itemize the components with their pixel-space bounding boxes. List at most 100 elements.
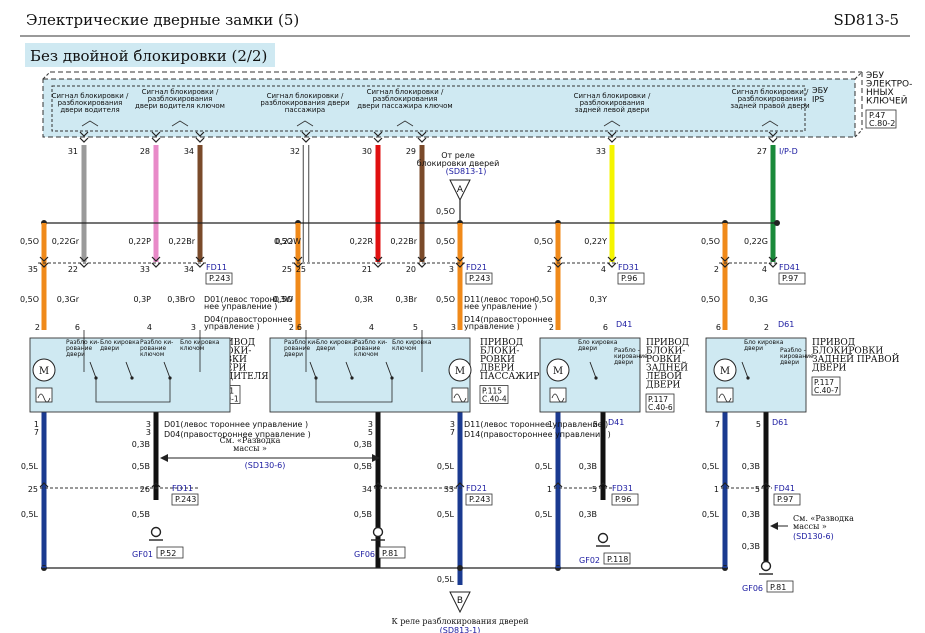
motor-0: [32, 358, 56, 382]
bottom-wire-label-18: 0,3B: [742, 542, 760, 551]
conn-bot-pin-1: 26: [140, 485, 150, 494]
sw-d-lock-0: Бло кировка: [100, 339, 140, 346]
ecu-signal-1-1: разблокирования: [148, 95, 213, 103]
actuator-name-1-2: РОВКИ: [480, 355, 515, 365]
ecu-signal-1-0: Сигнал блокировки /: [142, 88, 219, 96]
actuator-name-0-0: ПРИВОД: [212, 338, 255, 348]
wires: [38, 131, 788, 585]
d01-label-1: нее управление ): [204, 302, 277, 311]
fd-top-refbox-2: [617, 272, 645, 285]
conn-top-chevron-11: [768, 256, 778, 262]
conn-top-pin-3: 34: [184, 265, 194, 274]
bottom-pin-a-4: 1: [548, 420, 553, 429]
gref2-text-0: См. «Разводка: [793, 514, 854, 523]
conn-top-chevron-9: [607, 256, 617, 262]
wire-ecu-out-7: 0,22G: [744, 237, 768, 246]
sw-p-unlock-2: двери: [284, 351, 303, 358]
conn-top-chevron-5-b: [373, 262, 383, 268]
switch-arm-5: [385, 361, 393, 379]
actuator-name-0-1: БЛОКИ-: [212, 347, 251, 357]
conn-top-chevron-4: [293, 256, 303, 262]
switch-pivot-4: [350, 376, 354, 380]
bottom-wire-label-13: 0,5L: [437, 510, 455, 519]
ecu-pin-chevron-4-b: [373, 137, 383, 143]
actuator-ref-2-1: C.40-6: [648, 403, 673, 412]
act-pin-top-2: 4: [147, 323, 152, 332]
d14-bottom: D14(правостороннее управление ): [464, 430, 611, 439]
ecu-signal-mark-3: [396, 120, 414, 127]
gref-text-1: массы »: [233, 444, 267, 453]
sw-d-unlock-key-1: рование: [140, 345, 167, 352]
ground-ref-1: P.81: [382, 549, 398, 558]
fd-bot-refbox-2: [611, 493, 639, 506]
bottom-wire-label-9: 0,3B: [742, 462, 760, 471]
conn-top-pin-11: 4: [762, 265, 767, 274]
ecu-signal-1-2: двери водителя ключом: [135, 102, 225, 110]
conn-top-chevron-0: [39, 256, 49, 262]
bottom-wire-label-10: 0,5L: [21, 510, 39, 519]
bottom-pin-a-0: 1: [34, 420, 39, 429]
subtitle: Без двойной блокировки (2/2): [30, 47, 267, 65]
ecu-name-line-3: КЛЮЧЕЙ: [866, 95, 907, 107]
sw-rl-unlock-0: Разбло -: [614, 347, 640, 354]
ecu-name-line-1: ЭЛЕКТРО-: [866, 80, 912, 90]
conn-bot-chevron-4: [553, 482, 563, 488]
ecu-abbr-2: IPS: [812, 95, 824, 104]
ground-refbox-0: [156, 546, 184, 559]
fd-top-refbox-0: [205, 272, 233, 285]
act-pin-top-12: 6: [716, 323, 721, 332]
actuator-ref-3-0: P.117: [814, 378, 834, 387]
gref2-ref: (SD130-6): [793, 532, 834, 541]
wire-ecu-out-2: 0,22Br: [168, 237, 195, 246]
ecu-signal-mark-4: [603, 120, 621, 127]
wire-act-in-0: 0,3Gr: [57, 295, 80, 304]
switch-arm-4: [345, 361, 353, 379]
header-code: SD813-5: [833, 11, 899, 29]
d14-label-1: управление ): [464, 322, 520, 331]
sw-rl-unlock-1: кирование: [614, 353, 648, 360]
gref2-text-1: массы »: [793, 522, 827, 531]
bottom-wire-label-16: 0,5L: [702, 510, 720, 519]
ecu-pin-chevron-3-b: [301, 137, 311, 143]
bottom-wire-label-3: 0,3B: [354, 440, 372, 449]
sw-p-lock-0: Бло кировка: [316, 339, 356, 346]
fd-bot-2: FD31: [612, 484, 633, 493]
act-pin-top-6: 6: [297, 323, 302, 332]
wire-ecu-out-6: 0,22Y: [584, 237, 607, 246]
ecu-pin-chevron-2-b: [195, 137, 205, 143]
actuator-name-3-3: ДВЕРИ: [812, 364, 847, 374]
relay-in-line-0: От реле: [441, 151, 475, 160]
sw-d-unlock-0: Разбло ки-: [66, 339, 99, 346]
fd-bot-refbox-1: [465, 493, 493, 506]
motor-ptc-wave-3: [718, 393, 732, 403]
ground-ref-0: P.52: [160, 549, 176, 558]
switch-arm-1: [125, 361, 133, 379]
fd-top-ref-3: P.97: [782, 274, 798, 283]
ecu-ref-line-1: C.80-2: [869, 119, 895, 128]
conn-top-pin-7: 3: [449, 265, 454, 274]
ecu-pin-chevron-5: [417, 131, 427, 137]
ground-ring-3: [760, 560, 772, 572]
ground-name-1: GF06: [354, 550, 375, 559]
ecu-pin-chevron-6-b: [607, 137, 617, 143]
sw-p-lock-key-1: ключом: [392, 345, 416, 352]
bottom-pin-b-2: 5: [368, 428, 373, 437]
ecu-signal-mark-0: [81, 120, 99, 127]
conn-top-pin-5: 21: [362, 265, 372, 274]
ecu-pin-chevron-1-b: [151, 137, 161, 143]
fd-bot-0: FD11: [172, 484, 193, 493]
fd-top-ref-1: P.243: [469, 274, 490, 283]
wire-act-in-4: 0,3R: [355, 295, 374, 304]
conn-top-chevron-2-b: [151, 262, 161, 268]
ecu-pin-7: 27: [757, 147, 767, 156]
bottom-wire-label-17: 0,3B: [742, 510, 760, 519]
relay-b-letter: B: [457, 596, 463, 606]
conn-bot-pin-7: 5: [755, 485, 760, 494]
actuator-ref-3-1: C.40-7: [814, 386, 839, 395]
actuator-ref-2-0: P.117: [648, 395, 668, 404]
fd-top-1: FD21: [466, 263, 487, 272]
ground-ring-0: [150, 526, 162, 538]
d01-label-0: D01(левос торон: [204, 295, 275, 304]
d01-bottom: D01(левос тороннее управление ): [164, 420, 308, 429]
